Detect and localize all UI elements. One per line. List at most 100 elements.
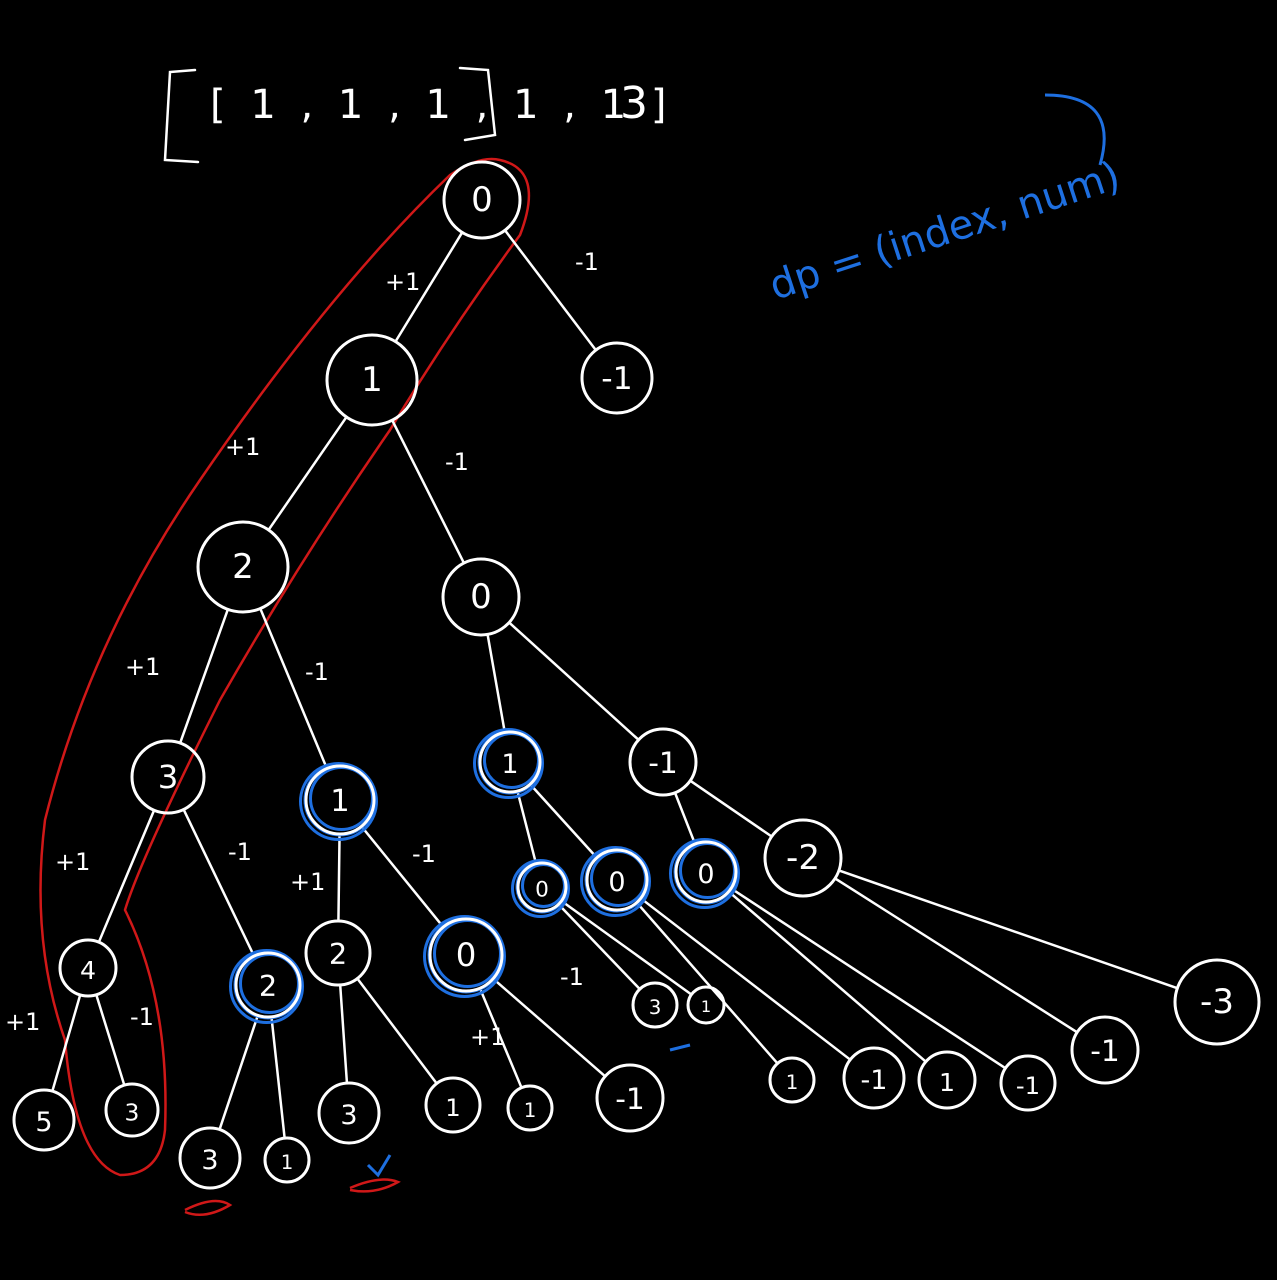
target-value: 3 bbox=[620, 78, 648, 129]
edge-label: -1 bbox=[130, 1003, 154, 1031]
node-circle bbox=[842, 1046, 906, 1110]
tree-node: -1 bbox=[842, 1046, 906, 1110]
tree-node: 3 bbox=[104, 1082, 160, 1138]
tree-edge bbox=[673, 791, 697, 846]
tree-node: 0 bbox=[423, 915, 506, 998]
node-circle bbox=[585, 848, 649, 912]
tree-node: -1 bbox=[595, 1063, 665, 1133]
red-mark-left bbox=[184, 1199, 233, 1217]
node-label: 3 bbox=[340, 1100, 357, 1131]
node-label: 3 bbox=[201, 1145, 218, 1176]
edge-label: -1 bbox=[305, 658, 329, 686]
node-circle bbox=[999, 1054, 1057, 1112]
node-label: 1 bbox=[786, 1071, 799, 1094]
memo-highlight bbox=[229, 949, 304, 1024]
tree-edge bbox=[639, 897, 852, 1061]
tree-node: 0 bbox=[511, 859, 570, 918]
tree-node: 1 bbox=[506, 1084, 554, 1132]
tree-edge bbox=[338, 983, 349, 1085]
array-text: [ 1 , 1 , 1 , 1 , 1 ] bbox=[210, 82, 672, 128]
tree-edge bbox=[478, 986, 523, 1089]
memo-highlight bbox=[669, 838, 740, 909]
tree-edge bbox=[360, 825, 445, 929]
node-circle bbox=[234, 951, 302, 1019]
node-circle bbox=[1070, 1015, 1140, 1085]
node-label: -1 bbox=[1090, 1034, 1120, 1069]
tree-node: 1 bbox=[917, 1050, 977, 1110]
tree-edge bbox=[394, 231, 464, 343]
edge-label: +1 bbox=[290, 868, 325, 896]
tree-edge bbox=[503, 229, 598, 352]
check-mark bbox=[366, 1154, 392, 1178]
memo-highlight bbox=[580, 846, 651, 917]
tree-edge bbox=[729, 887, 1007, 1070]
node-circle bbox=[428, 917, 504, 993]
node-circle bbox=[196, 520, 290, 614]
tree-node: -3 bbox=[1173, 958, 1261, 1046]
node-label: 0 bbox=[471, 180, 493, 220]
tree-edge bbox=[528, 782, 599, 860]
tree-edge bbox=[560, 899, 693, 996]
tree-edge bbox=[270, 1015, 286, 1140]
tree-edge bbox=[557, 903, 642, 991]
tree-node: 2 bbox=[229, 949, 304, 1024]
tree-node: 1 bbox=[424, 1076, 482, 1134]
node-label: 1 bbox=[445, 1093, 460, 1122]
node-circle bbox=[917, 1050, 977, 1110]
dp-note: dp = (index, num) bbox=[764, 153, 1126, 310]
tree-node: 3 bbox=[178, 1126, 242, 1190]
node-label: 5 bbox=[35, 1107, 52, 1138]
tree-node: 3 bbox=[130, 739, 206, 815]
node-circle bbox=[763, 818, 843, 898]
node-label: 1 bbox=[330, 784, 349, 819]
node-circle bbox=[631, 981, 679, 1029]
tree-node: 1 bbox=[325, 333, 419, 427]
tree-edge bbox=[507, 621, 640, 742]
tree-node: -1 bbox=[1070, 1015, 1140, 1085]
tree-edge bbox=[259, 607, 329, 770]
tree-node: 3 bbox=[317, 1081, 381, 1145]
node-label: -1 bbox=[601, 361, 632, 397]
tree-edge bbox=[516, 789, 538, 865]
tree-edge bbox=[51, 993, 82, 1093]
node-circle bbox=[304, 919, 372, 987]
highlighted-path-outline bbox=[39, 157, 531, 1177]
tree-node: 3 bbox=[631, 981, 679, 1029]
node-label: 4 bbox=[80, 956, 96, 985]
tree-edge bbox=[182, 808, 256, 958]
node-circle bbox=[628, 727, 698, 797]
red-mark-right bbox=[349, 1178, 401, 1193]
tree-edge bbox=[95, 993, 126, 1087]
tree-edge bbox=[267, 415, 348, 532]
node-label: 2 bbox=[259, 969, 277, 1003]
edge-label: -1 bbox=[445, 448, 469, 476]
tree-node: 2 bbox=[196, 520, 290, 614]
node-circle bbox=[104, 1082, 160, 1138]
tree-node: -1 bbox=[628, 727, 698, 797]
tree-edge bbox=[727, 890, 928, 1063]
node-circle bbox=[686, 985, 726, 1025]
node-label: 2 bbox=[232, 547, 254, 587]
node-circle bbox=[516, 861, 568, 913]
tree-node: 1 bbox=[263, 1136, 311, 1184]
node-label: 0 bbox=[608, 867, 625, 898]
node-label: -1 bbox=[1016, 1071, 1040, 1100]
node-circle bbox=[58, 938, 118, 998]
edge-label: +1 bbox=[225, 433, 260, 461]
node-label: 0 bbox=[456, 936, 477, 974]
node-label: 1 bbox=[524, 1099, 537, 1122]
input-array: [ 1 , 1 , 1 , 1 , 1 ] bbox=[163, 66, 672, 164]
tree-node: 1 bbox=[686, 985, 726, 1025]
node-label: 1 bbox=[701, 997, 711, 1016]
node-label: -1 bbox=[615, 1082, 645, 1117]
edge-label: -1 bbox=[228, 838, 252, 866]
edge-label: +1 bbox=[55, 848, 90, 876]
edge-label: +1 bbox=[470, 1023, 505, 1051]
tree-node: 1 bbox=[473, 728, 544, 799]
tree-edge bbox=[635, 901, 779, 1065]
tree-edge bbox=[486, 633, 507, 734]
tree-node: -1 bbox=[999, 1054, 1057, 1112]
tree-node: 5 bbox=[12, 1088, 76, 1152]
tree-node: 2 bbox=[304, 919, 372, 987]
tree-node: 0 bbox=[442, 160, 522, 240]
